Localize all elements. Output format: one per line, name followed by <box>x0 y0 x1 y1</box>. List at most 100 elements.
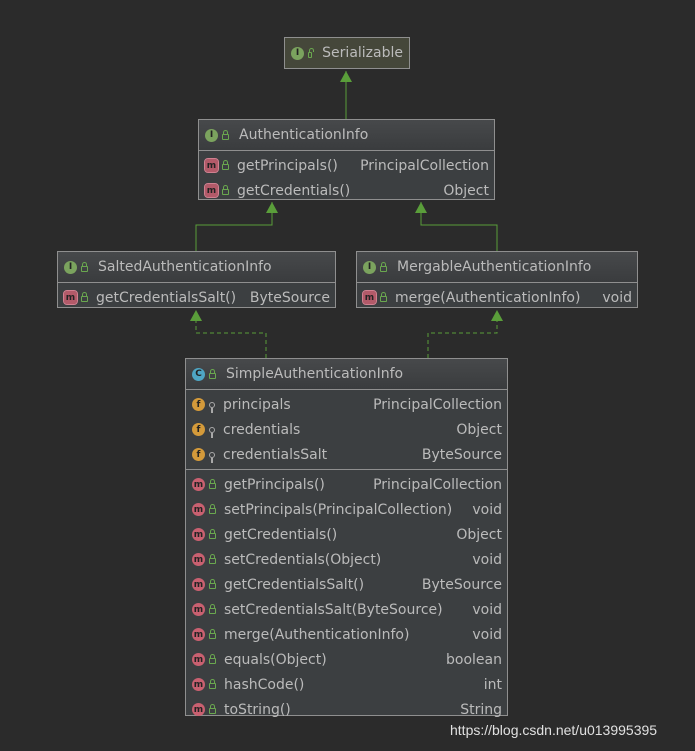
public-visibility-icon <box>209 629 216 639</box>
interface-icon: I <box>205 128 218 142</box>
field-icon: f <box>192 398 205 411</box>
member-name: hashCode() <box>224 676 305 693</box>
public-visibility-icon <box>209 554 216 564</box>
method-icon: m <box>192 678 205 691</box>
member-name: equals(Object) <box>224 651 327 668</box>
public-visibility-icon <box>209 579 216 589</box>
member-name: getCredentialsSalt() <box>96 289 237 306</box>
abstract-method-icon: m <box>63 290 78 305</box>
node-title: Serializable <box>322 45 403 61</box>
public-visibility-icon <box>380 292 387 302</box>
method-icon: m <box>192 528 205 541</box>
public-visibility-icon <box>222 160 229 170</box>
member-type: PrincipalCollection <box>373 476 502 493</box>
method-icon: m <box>192 628 205 641</box>
method-row[interactable]: m merge(AuthenticationInfo) void <box>186 622 507 647</box>
node-title: SaltedAuthenticationInfo <box>98 259 272 275</box>
member-type: int <box>483 676 502 693</box>
method-icon: m <box>192 578 205 591</box>
inheritance-edge-salted_authentication_info-to-authentication_info <box>195 202 273 251</box>
method-row[interactable]: m getCredentialsSalt() ByteSource <box>186 572 507 597</box>
member-type: PrincipalCollection <box>373 396 502 413</box>
method-icon: m <box>192 478 205 491</box>
member-name: getPrincipals() <box>224 476 325 493</box>
member-type: String <box>460 701 502 718</box>
node-header: I AuthenticationInfo <box>199 120 494 151</box>
method-row[interactable]: m hashCode() int <box>186 672 507 697</box>
public-visibility-icon <box>308 47 315 58</box>
public-visibility-icon <box>81 292 88 302</box>
arrowhead-simple_authentication_info-to-mergable_authentication_info <box>491 310 503 321</box>
member-type: PrincipalCollection <box>360 157 489 174</box>
member-type: Object <box>456 421 502 438</box>
inheritance-edge-mergable_authentication_info-to-authentication_info <box>420 202 498 251</box>
node-salted-authentication-info[interactable]: I SaltedAuthenticationInfo m getCredentia… <box>57 251 336 308</box>
arrowhead-authentication_info-to-serializable <box>340 71 352 82</box>
member-name: principals <box>223 396 291 413</box>
member-type: boolean <box>446 651 502 668</box>
realization-edge-simple_authentication_info-to-salted_authentication_info <box>195 310 267 358</box>
member-type: ByteSource <box>421 576 502 593</box>
member-name: getPrincipals() <box>237 157 338 174</box>
member-type: void <box>602 289 632 306</box>
method-row[interactable]: m getPrincipals() PrincipalCollection <box>186 472 507 497</box>
field-row[interactable]: f principals PrincipalCollection <box>186 392 507 417</box>
member-type: void <box>472 551 502 568</box>
public-visibility-icon <box>209 604 216 614</box>
member-name: merge(AuthenticationInfo) <box>395 289 581 306</box>
member-type: ByteSource <box>421 446 502 463</box>
arrowhead-salted_authentication_info-to-authentication_info <box>266 202 278 213</box>
member-name: getCredentials() <box>224 526 338 543</box>
public-visibility-icon <box>209 679 216 689</box>
public-visibility-icon <box>81 261 88 272</box>
member-name: getCredentialsSalt() <box>224 576 365 593</box>
node-header: I SaltedAuthenticationInfo <box>58 252 335 283</box>
member-name: setPrincipals(PrincipalCollection) <box>224 501 453 518</box>
field-icon: f <box>192 423 205 436</box>
public-visibility-icon <box>380 261 387 272</box>
public-visibility-icon <box>209 479 216 489</box>
member-type: void <box>472 626 502 643</box>
public-visibility-icon <box>209 504 216 514</box>
methods-section: m getPrincipals() PrincipalCollection m setP… <box>186 470 507 724</box>
member-type: Object <box>456 526 502 543</box>
public-visibility-icon <box>209 654 216 664</box>
method-icon: m <box>192 553 205 566</box>
member-type: Object <box>443 182 489 199</box>
member-name: merge(AuthenticationInfo) <box>224 626 410 643</box>
class-icon: C <box>192 367 205 381</box>
node-header: C SimpleAuthenticationInfo <box>186 359 507 390</box>
public-visibility-icon <box>222 129 229 140</box>
public-visibility-icon <box>209 368 216 379</box>
private-visibility-icon <box>209 451 215 463</box>
member-type: void <box>472 501 502 518</box>
member-name: credentialsSalt <box>223 446 328 463</box>
node-serializable[interactable]: I Serializable <box>284 37 410 69</box>
watermark: https://blog.csdn.net/u013995395 <box>450 722 658 738</box>
node-title: SimpleAuthenticationInfo <box>226 366 404 382</box>
member-name: setCredentialsSalt(ByteSource) <box>224 601 443 618</box>
public-visibility-icon <box>222 185 229 195</box>
interface-icon: I <box>291 46 304 60</box>
public-visibility-icon <box>209 704 216 714</box>
method-icon: m <box>192 703 205 716</box>
method-row[interactable]: m getCredentials() Object <box>186 522 507 547</box>
node-title: AuthenticationInfo <box>239 127 369 143</box>
arrowhead-mergable_authentication_info-to-authentication_info <box>415 202 427 213</box>
arrowhead-simple_authentication_info-to-salted_authentication_info <box>190 310 202 321</box>
